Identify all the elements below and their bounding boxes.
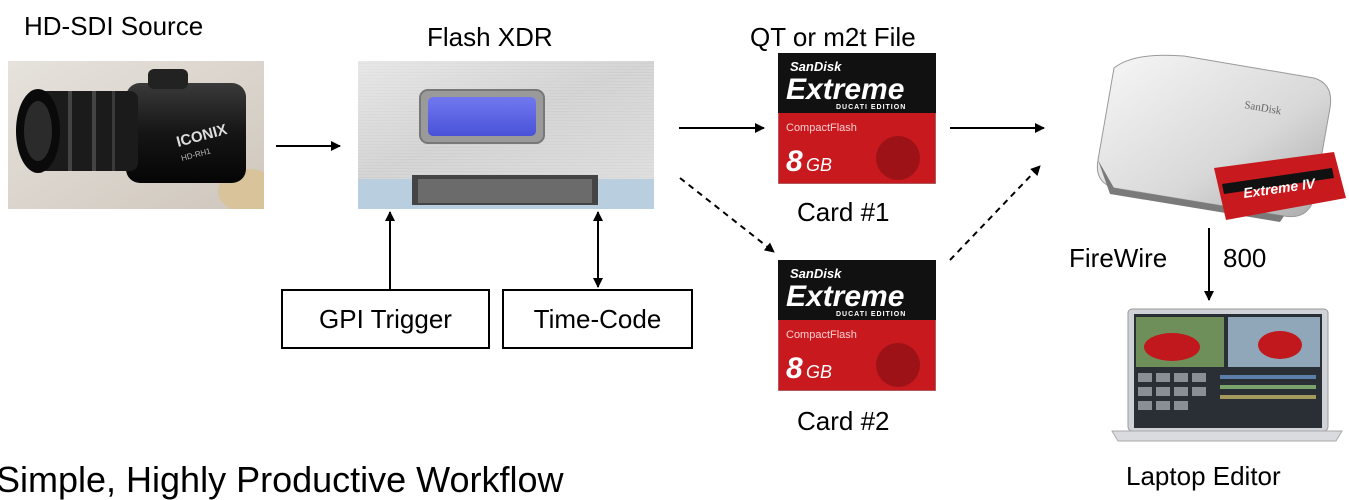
speed-label: 800 xyxy=(1223,243,1267,273)
gpi-trigger-box: GPI Trigger xyxy=(281,289,490,349)
workflow-title: Simple, Highly Productive Workflow xyxy=(0,459,564,500)
firewire-label: FireWire xyxy=(1069,243,1168,273)
cf-card-1-image: SanDisk Extreme DUCATI EDITION CompactFl… xyxy=(778,53,936,184)
cf-card-2-image: SanDisk Extreme DUCATI EDITION CompactFl… xyxy=(778,260,936,391)
card1-unit-text: GB xyxy=(806,155,832,175)
card-reader-image: SanDisk Extreme IV xyxy=(1096,54,1346,222)
arrow-card2-to-reader xyxy=(949,165,1041,261)
card2-label: Card #2 xyxy=(797,406,890,436)
laptop-label: Laptop Editor xyxy=(1126,461,1281,491)
card1-brand-text: SanDisk xyxy=(790,59,842,74)
card2-product-text: Extreme xyxy=(786,280,904,313)
timecode-box: Time-Code xyxy=(502,289,693,349)
card1-product-text: Extreme xyxy=(786,73,904,106)
laptop-image xyxy=(1111,308,1343,442)
recorder-label: Flash XDR xyxy=(427,22,553,52)
arrow-recorder-to-card2 xyxy=(679,177,775,253)
card1-capacity-text: 8 xyxy=(786,145,803,178)
recorder-image xyxy=(358,61,654,209)
card1-edition-text: DUCATI EDITION xyxy=(836,104,906,111)
camera-image: ICONIX HD-RH1 xyxy=(8,61,264,209)
card2-brand-text: SanDisk xyxy=(790,266,842,281)
file-label: QT or m2t File xyxy=(750,22,916,52)
card1-type-text: CompactFlash xyxy=(786,122,857,134)
card1-label: Card #1 xyxy=(797,197,890,227)
card2-unit-text: GB xyxy=(806,362,832,382)
card2-edition-text: DUCATI EDITION xyxy=(836,311,906,318)
card2-capacity-text: 8 xyxy=(786,352,803,385)
card2-type-text: CompactFlash xyxy=(786,329,857,341)
source-label: HD-SDI Source xyxy=(24,11,204,41)
